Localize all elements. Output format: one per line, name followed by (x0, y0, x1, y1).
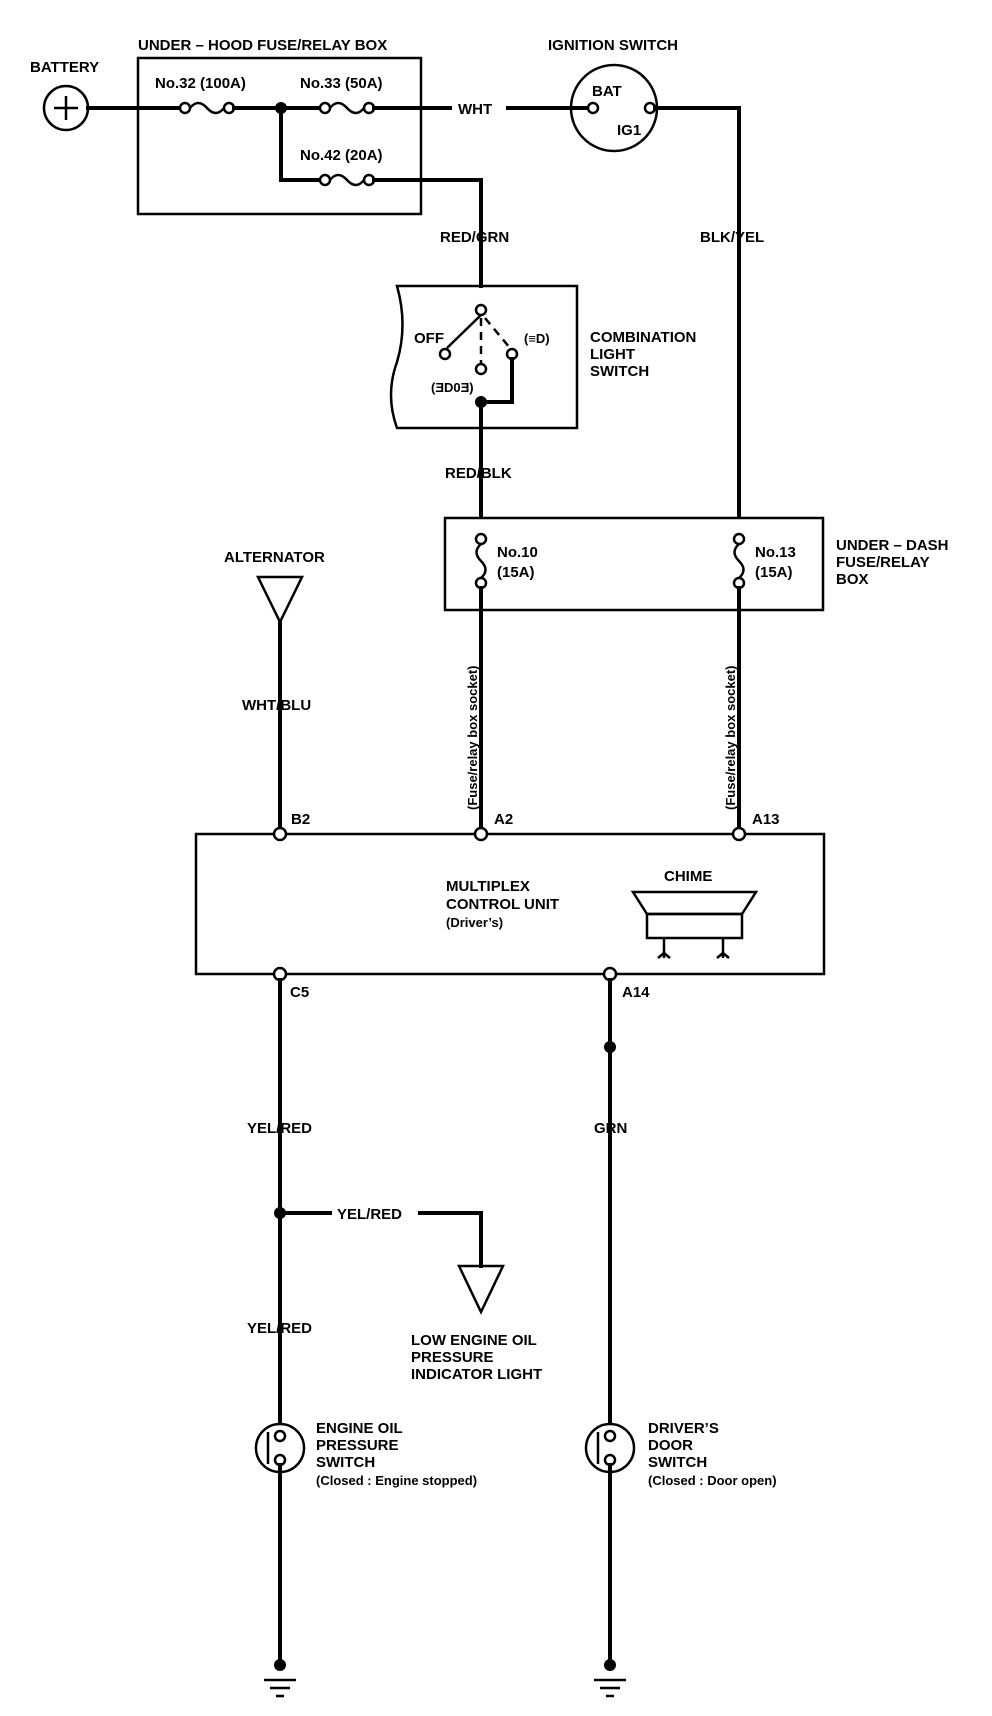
battery-label: BATTERY (30, 59, 99, 76)
combination-switch-title-3: SWITCH (590, 363, 649, 380)
battery: BATTERY (30, 59, 99, 132)
alternator: ALTERNATOR (224, 549, 325, 625)
chime-icon: CHIME (630, 868, 759, 959)
fuse-32-label: No.32 (100A) (155, 75, 246, 92)
door-switch-label-3: SWITCH (648, 1454, 707, 1471)
switch-pos-bottom-label: (ƎD0Ǝ) (431, 380, 474, 395)
underhood-box-title: UNDER – HOOD FUSE/RELAY BOX (138, 37, 387, 54)
wire-label-yel-red-1: YEL/RED (247, 1120, 312, 1137)
socket-label-left: (Fuse/relay box socket) (465, 666, 480, 811)
fuse-13-label-b: (15A) (755, 564, 793, 581)
wire-to-fuse42 (279, 106, 322, 182)
wire-label-red-grn: RED/GRN (440, 229, 509, 246)
switch-pos-right-label: (≡D) (524, 331, 550, 346)
wire-red-grn (372, 178, 483, 288)
mcu-title-3: (Driver’s) (446, 915, 503, 930)
fuse-10-label-b: (15A) (497, 564, 535, 581)
wire-label-wht: WHT (458, 101, 492, 118)
pin-a2-label: A2 (494, 811, 513, 828)
wire-label-yel-red-2: YEL/RED (337, 1206, 402, 1223)
underdash-box-title-1: UNDER – DASH (836, 537, 949, 554)
pin-b2-label: B2 (291, 811, 310, 828)
switch-off-label: OFF (414, 330, 444, 347)
wire-label-yel-red-3: YEL/RED (247, 1320, 312, 1337)
alternator-label: ALTERNATOR (224, 549, 325, 566)
multiplex-control-unit: B2 A2 A13 C5 A14 MULTIPLEX CONTROL UNIT … (194, 811, 826, 1001)
ground-icon (264, 1659, 296, 1698)
oil-switch-label-3: SWITCH (316, 1454, 375, 1471)
ignition-switch: IGNITION SWITCH BAT IG1 (548, 37, 678, 153)
wire-label-wht-blu: WHT/BLU (242, 697, 311, 714)
indicator-label-2: PRESSURE (411, 1349, 494, 1366)
pin-a13 (731, 826, 747, 842)
fuse-42-label: No.42 (20A) (300, 147, 383, 164)
combination-switch-title-1: COMBINATION (590, 329, 696, 346)
indicator-label-1: LOW ENGINE OIL (411, 1332, 537, 1349)
chime-label: CHIME (664, 868, 712, 885)
fuse-13-label-a: No.13 (755, 544, 796, 561)
wire-blk-yel (653, 106, 741, 534)
mcu-title-2: CONTROL UNIT (446, 896, 559, 913)
mcu-title-1: MULTIPLEX (446, 878, 530, 895)
underdash-fuse-relay-box: No.10 (15A) No.13 (15A) UNDER – DASH FUS… (443, 516, 949, 612)
underdash-box-title-2: FUSE/RELAY (836, 554, 930, 571)
ignition-switch-title: IGNITION SWITCH (548, 37, 678, 54)
engine-oil-pressure-switch: ENGINE OIL PRESSURE SWITCH (Closed : Eng… (254, 1420, 477, 1488)
indicator-label-3: INDICATOR LIGHT (411, 1366, 542, 1383)
wire-label-grn: GRN (594, 1120, 627, 1137)
ignition-bat-label: BAT (592, 83, 622, 100)
wire-yel-red-branch-b (418, 1211, 483, 1268)
wire-label-blk-yel: BLK/YEL (700, 229, 764, 246)
combination-switch-title-2: LIGHT (590, 346, 635, 363)
underdash-box-title-3: BOX (836, 571, 869, 588)
pin-a13-label: A13 (752, 811, 780, 828)
oil-switch-label-2: PRESSURE (316, 1437, 399, 1454)
door-switch-label-2: DOOR (648, 1437, 693, 1454)
fuse-32 (178, 101, 236, 115)
socket-label-right: (Fuse/relay box socket) (723, 666, 738, 811)
oil-switch-label-1: ENGINE OIL (316, 1420, 403, 1437)
ignition-ig1-label: IG1 (617, 122, 641, 139)
fuse-10-label-a: No.10 (497, 544, 538, 561)
pin-a14-label: A14 (622, 984, 650, 1001)
junction-dot (604, 1041, 616, 1053)
fuse-33-label: No.33 (50A) (300, 75, 383, 92)
fuse-42 (318, 173, 376, 187)
fuse-33 (318, 101, 376, 115)
pin-b2 (272, 826, 288, 842)
combination-light-switch: OFF (≡D) (ƎD0Ǝ) COMBINATION LIGHT SWITCH (389, 284, 696, 430)
underhood-fuse-relay-box: UNDER – HOOD FUSE/RELAY BOX No.32 (100A)… (136, 37, 423, 216)
oil-switch-label-4: (Closed : Engine stopped) (316, 1473, 477, 1488)
pin-c5-label: C5 (290, 984, 309, 1001)
low-oil-pressure-indicator-light: LOW ENGINE OIL PRESSURE INDICATOR LIGHT (411, 1264, 542, 1383)
wire-label-red-blk: RED/BLK (445, 465, 512, 482)
door-switch-label-1: DRIVER’S (648, 1420, 719, 1437)
drivers-door-switch: DRIVER’S DOOR SWITCH (Closed : Door open… (584, 1420, 777, 1488)
pin-a2 (473, 826, 489, 842)
ground-icon (594, 1659, 626, 1698)
door-switch-label-4: (Closed : Door open) (648, 1473, 777, 1488)
